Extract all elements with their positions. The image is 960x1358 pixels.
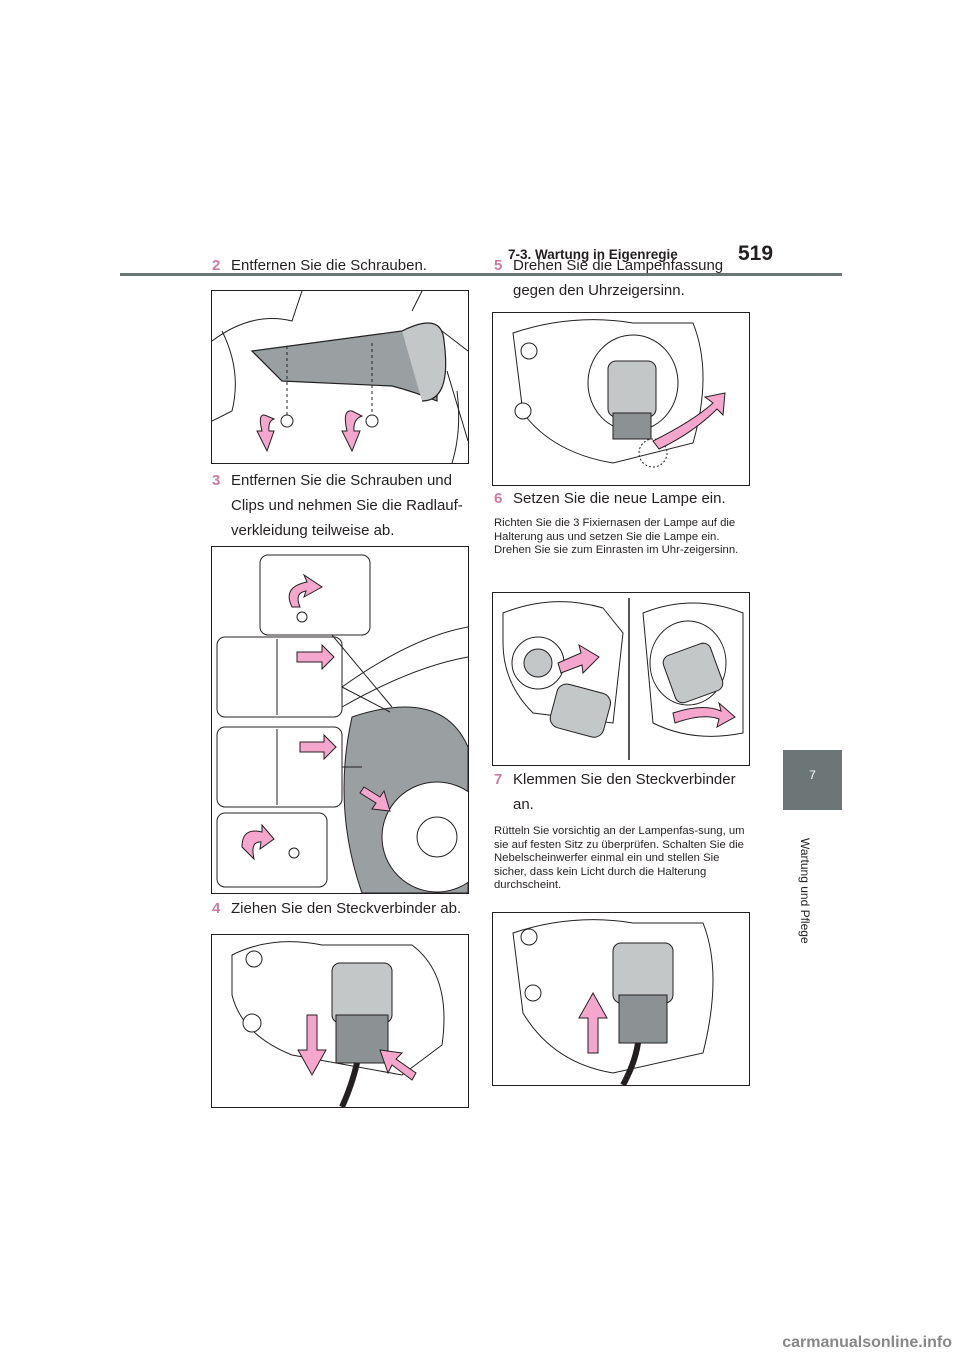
step-text: an.	[513, 796, 534, 813]
step-number: 5	[494, 257, 503, 274]
step-text: verkleidung teilweise ab.	[231, 522, 395, 539]
step-number: 3	[212, 472, 221, 489]
step-6: 6 Setzen Sie die neue Lampe ein.	[494, 486, 774, 511]
step-text: Drehen Sie die Lampenfassung	[513, 257, 724, 274]
step-4: 4 Ziehen Sie den Steckverbinder ab.	[212, 896, 472, 921]
step-number: 4	[212, 900, 221, 917]
step-3: 3 Entfernen Sie die Schrauben und Clips u…	[212, 468, 472, 543]
step-number: 6	[494, 490, 503, 507]
header-divider	[120, 273, 842, 276]
page-number: 519	[738, 242, 774, 265]
step-text: gegen den Uhrzeigersinn.	[513, 282, 685, 299]
step-number: 2	[212, 257, 221, 274]
step-7: 7 Klemmen Sie den Steckverbinder an.	[494, 767, 774, 817]
chapter-tab: 7	[783, 750, 842, 810]
step-text: Clips und nehmen Sie die Radlauf-	[231, 497, 463, 514]
step-text: Setzen Sie die neue Lampe ein.	[513, 490, 726, 507]
step-5: 5 Drehen Sie die Lampenfassung gegen den …	[494, 253, 774, 303]
step-number: 7	[494, 771, 503, 788]
chapter-tab-label: Wartung und Pflege	[798, 838, 812, 944]
step-7-note: Rütteln Sie vorsichtig an der Lampenfas-…	[494, 825, 745, 891]
watermark-text: carmanualsonline.info	[782, 1334, 952, 1351]
step-text: Klemmen Sie den Steckverbinder	[513, 771, 736, 788]
section-title: 7-3. Wartung in Eigenregie	[508, 247, 678, 262]
step-text: Entfernen Sie die Schrauben und	[231, 472, 452, 489]
figure-connector-disconnect	[211, 934, 469, 1108]
figure-wheel-liner-removal	[211, 546, 469, 894]
step-6-note: Richten Sie die 3 Fixiernasen der Lampe …	[494, 517, 739, 556]
figure-connector-reconnect	[492, 912, 750, 1086]
figure-new-bulb-install	[492, 592, 750, 766]
step-text: Entfernen Sie die Schrauben.	[231, 257, 427, 274]
step-text: Ziehen Sie den Steckverbinder ab.	[231, 900, 462, 917]
step-2: 2 Entfernen Sie die Schrauben.	[212, 253, 472, 278]
figure-socket-rotate	[492, 312, 750, 486]
figure-screws-removal	[211, 290, 469, 464]
